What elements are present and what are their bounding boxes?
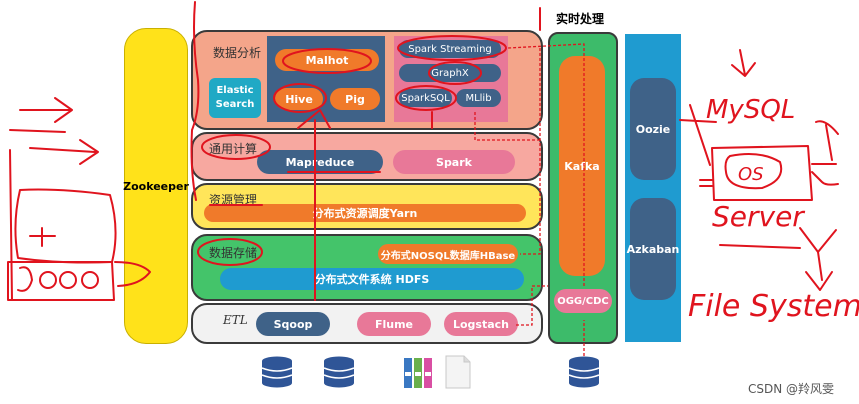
spark-streaming-label: Spark Streaming — [408, 43, 492, 55]
oozie-box[interactable]: Oozie — [630, 78, 676, 180]
sparksql-label: SparkSQL — [401, 92, 450, 104]
flume-pill[interactable]: Flume — [357, 312, 431, 336]
mllib-label: MLlib — [465, 92, 492, 104]
hw-mysql: MySQL — [706, 95, 795, 125]
folders-icon — [404, 358, 432, 388]
spark-label: Spark — [436, 155, 472, 169]
elastic-search-box[interactable]: Elastic Search — [209, 78, 261, 118]
compute-label: 通用计算 — [209, 142, 258, 156]
mllib-pill[interactable]: MLlib — [456, 89, 501, 107]
database-icon-middle — [323, 356, 355, 388]
graphx-pill[interactable]: GraphX — [399, 64, 501, 82]
etl-label: ETL — [223, 313, 248, 327]
storage-label: 数据存储 — [209, 246, 258, 260]
pig-label: Pig — [345, 92, 365, 106]
malhot-label: Malhot — [305, 53, 349, 67]
malhot-pill[interactable]: Malhot — [275, 49, 379, 71]
pig-pill[interactable]: Pig — [330, 88, 380, 110]
azkaban-label: Azkaban — [626, 242, 680, 256]
flume-label: Flume — [374, 317, 414, 331]
csdn-watermark: CSDN @羚风雯 — [748, 382, 835, 396]
hbase-label: 分布式NOSQL数据库HBase — [380, 250, 516, 262]
sqoop-pill[interactable]: Sqoop — [256, 312, 330, 336]
azkaban-box[interactable]: Azkaban — [627, 198, 679, 300]
logstach-label: Logstach — [452, 317, 510, 331]
sparksql-pill[interactable]: SparkSQL — [399, 89, 452, 107]
logstach-pill[interactable]: Logstach — [444, 312, 518, 336]
mapreduce-pill[interactable]: Mapreduce — [257, 150, 383, 174]
analysis-label: 数据分析 — [213, 46, 262, 60]
mapreduce-label: Mapreduce — [285, 155, 355, 169]
database-icon-right — [568, 356, 600, 388]
kafka-label: Kafka — [564, 159, 600, 173]
realtime-title: 实时处理 — [556, 12, 605, 26]
ogg-cdc-pill[interactable]: OGG/CDC — [554, 289, 612, 313]
zookeeper-label: Zookeeper — [123, 179, 189, 193]
hive-pill[interactable]: Hive — [275, 88, 323, 110]
elastic-search-label: Elastic Search — [215, 85, 255, 110]
database-icon-left — [261, 356, 293, 388]
zookeeper-pillar: Zookeeper — [123, 28, 189, 344]
document-icon — [445, 355, 471, 389]
kafka-box[interactable]: Kafka — [559, 56, 605, 276]
spark-streaming-pill[interactable]: Spark Streaming — [399, 40, 501, 58]
sqoop-label: Sqoop — [273, 317, 313, 331]
spark-pill[interactable]: Spark — [393, 150, 515, 174]
ogg-cdc-label: OGG/CDC — [557, 295, 609, 307]
hdfs-pill[interactable]: 分布式文件系统 HDFS — [220, 268, 524, 290]
hw-server: Server — [712, 200, 805, 233]
hive-label: Hive — [285, 92, 313, 106]
hw-filesystem: File System — [688, 289, 859, 324]
hbase-pill[interactable]: 分布式NOSQL数据库HBase — [378, 244, 518, 264]
yarn-label: 分布式资源调度Yarn — [312, 207, 418, 220]
hw-os: OS — [738, 164, 764, 185]
graphx-label: GraphX — [431, 67, 469, 79]
hdfs-label: 分布式文件系统 HDFS — [314, 273, 430, 286]
oozie-label: Oozie — [635, 122, 671, 136]
yarn-pill[interactable]: 分布式资源调度Yarn — [204, 204, 526, 222]
